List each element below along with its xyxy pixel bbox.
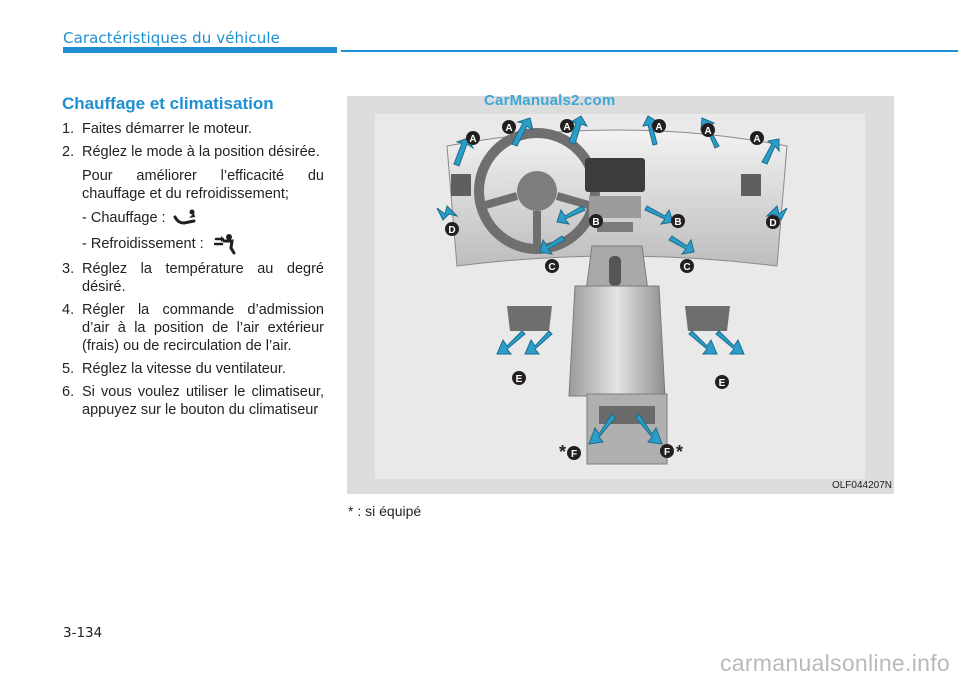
cooling-line: - Refroidissement : — [82, 233, 324, 255]
svg-text:A: A — [704, 126, 711, 137]
step-number: 3. — [62, 261, 75, 277]
optional-mark-left: * — [559, 442, 566, 462]
step-text: Réglez la température au degré désiré. — [82, 261, 324, 295]
vent-marker-a-2: A — [502, 120, 516, 134]
vent-marker-d-1: D — [445, 222, 459, 236]
svg-text:A: A — [469, 134, 476, 145]
step-2: 2. Réglez le mode à la position désirée.… — [62, 143, 324, 255]
vent-marker-e-1: E — [512, 371, 526, 385]
dashboard-illustration: A A A A A A B B C C D D E E F F * * — [375, 114, 865, 479]
svg-text:A: A — [655, 122, 662, 133]
section-title: Caractéristiques du véhicule — [63, 29, 280, 47]
svg-text:E: E — [516, 374, 523, 385]
vent-marker-b-2: B — [671, 214, 685, 228]
step-1: 1. Faites démarrer le moteur. — [62, 120, 324, 138]
step-number: 1. — [62, 121, 75, 137]
vent-marker-a-5: A — [701, 123, 715, 137]
optional-mark-right: * — [676, 442, 683, 462]
vent-marker-c-2: C — [680, 259, 694, 273]
floor-mode-icon — [173, 209, 196, 225]
vent-marker-d-2: D — [766, 215, 780, 229]
header-rule-thin — [341, 50, 958, 52]
step-number: 2. — [62, 144, 75, 160]
vent-marker-a-6: A — [750, 131, 764, 145]
svg-text:A: A — [563, 122, 570, 133]
page-number: 3-134 — [63, 625, 103, 641]
step-5: 5. Réglez la vitesse du ventilateur. — [62, 360, 324, 378]
step-6: 6. Si vous voulez utiliser le climatiseu… — [62, 383, 324, 419]
cooling-label: - Refroidissement : — [82, 236, 204, 252]
vent-marker-f-2: F — [660, 444, 674, 458]
steps-list: 1. Faites démarrer le moteur. 2. Réglez … — [62, 120, 324, 424]
step-2-note: Pour améliorer l’efficacité du chauffage… — [82, 168, 324, 202]
heating-label: - Chauffage : — [82, 210, 166, 226]
svg-text:B: B — [592, 217, 599, 228]
step-number: 4. — [62, 302, 75, 318]
svg-text:F: F — [571, 449, 577, 460]
vent-marker-b-1: B — [589, 214, 603, 228]
vent-marker-f-1: F — [567, 446, 581, 460]
vent-diagram: A A A A A A B B C C D D E E F F * * OLF0… — [347, 96, 894, 494]
svg-text:D: D — [448, 225, 455, 236]
vent-marker-c-1: C — [545, 259, 559, 273]
figure-code: OLF044207N — [831, 480, 892, 491]
svg-text:C: C — [683, 262, 690, 273]
svg-text:E: E — [719, 378, 726, 389]
svg-text:C: C — [548, 262, 555, 273]
vent-marker-a-1: A — [466, 131, 480, 145]
airflow-arrows — [436, 115, 788, 445]
step-text: Réglez le mode à la position désirée. — [82, 144, 320, 160]
svg-text:A: A — [753, 134, 760, 145]
svg-text:F: F — [664, 447, 670, 458]
footnote: * : si équipé — [348, 503, 422, 519]
step-text: Si vous voulez utiliser le climatiseur, … — [82, 384, 324, 418]
vent-marker-a-3: A — [560, 119, 574, 133]
face-mode-icon — [213, 234, 236, 255]
step-text: Régler la commande d’admission d’air à l… — [82, 302, 324, 354]
step-3: 3. Réglez la température au degré désiré… — [62, 260, 324, 296]
heating-line: - Chauffage : — [82, 209, 324, 227]
watermark: CarManuals2.com — [484, 92, 616, 109]
header-rule-thick — [63, 47, 337, 53]
svg-text:D: D — [769, 218, 776, 229]
step-text: Réglez la vitesse du ventilateur. — [82, 361, 286, 377]
svg-text:A: A — [505, 123, 512, 134]
page-heading: Chauffage et climatisation — [62, 94, 274, 113]
step-number: 5. — [62, 361, 75, 377]
site-logo: carmanualsonline.info — [719, 650, 950, 676]
vent-marker-e-2: E — [715, 375, 729, 389]
step-4: 4. Régler la commande d’admission d’air … — [62, 301, 324, 355]
step-number: 6. — [62, 384, 75, 400]
vent-marker-a-4: A — [652, 119, 666, 133]
step-text: Faites démarrer le moteur. — [82, 121, 253, 137]
svg-text:B: B — [674, 217, 681, 228]
